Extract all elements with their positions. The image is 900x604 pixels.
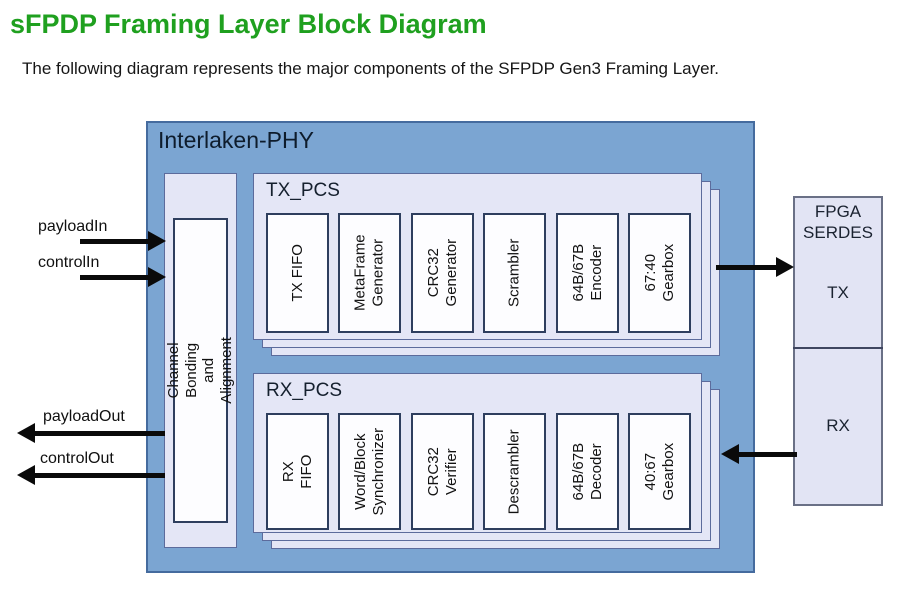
block-scrambler: Scrambler: [483, 213, 546, 333]
block-rx-fifo-label: RX FIFO: [279, 454, 315, 489]
block-64b67b-decoder: 64B/67B Decoder: [556, 413, 619, 530]
payloadin-label: payloadIn: [38, 218, 108, 235]
payloadout-arrowhead-icon: [17, 423, 35, 443]
block-4067-gearbox: 40:67 Gearbox: [628, 413, 691, 530]
block-scrambler-label: Scrambler: [505, 238, 523, 308]
rx-pcs-label: RX_PCS: [266, 380, 343, 401]
interlaken-phy-label: Interlaken-PHY: [158, 127, 314, 153]
block-metaframe-generator: MetaFrame Generator: [338, 213, 401, 333]
block-64b67b-encoder: 64B/67B Encoder: [556, 213, 619, 333]
block-crc32-verifier: CRC32 Verifier: [411, 413, 474, 530]
fpga-serdes-label: FPGA SERDES: [803, 202, 873, 243]
block-metaframe-generator-label: MetaFrame Generator: [351, 234, 387, 312]
serdes-to-rx-arrowhead-icon: [721, 444, 739, 464]
controlin-arrow-line: [80, 275, 150, 280]
controlout-arrow-line: [34, 473, 165, 478]
payloadout-label: payloadOut: [43, 408, 125, 425]
controlout-arrowhead-icon: [17, 465, 35, 485]
fpga-serdes-box: [793, 196, 883, 506]
block-6740-gearbox: 67:40 Gearbox: [628, 213, 691, 333]
controlin-arrowhead-icon: [148, 267, 166, 287]
block-crc32-generator: CRC32 Generator: [411, 213, 474, 333]
block-64b67b-encoder-label: 64B/67B Encoder: [569, 244, 605, 302]
channel-bonding-block: Channel Bonding and Alignment: [165, 218, 235, 523]
serdes-to-rx-arrow-line: [738, 452, 797, 457]
page-title: sFPDP Framing Layer Block Diagram: [10, 9, 487, 39]
payloadout-arrow-line: [34, 431, 165, 436]
controlout-label: controlOut: [40, 450, 114, 467]
block-wordblock-synchronizer-label: Word/Block Synchronizer: [351, 427, 387, 516]
block-wordblock-synchronizer: Word/Block Synchronizer: [338, 413, 401, 530]
block-crc32-generator-label: CRC32 Generator: [424, 239, 460, 307]
tx-to-serdes-arrow-line: [716, 265, 778, 270]
block-tx-fifo-label: TX FIFO: [288, 244, 306, 302]
serdes-tx-label: TX: [827, 283, 849, 302]
tx-pcs-label: TX_PCS: [266, 180, 340, 201]
serdes-rx-label: RX: [826, 416, 850, 435]
fpga-serdes-divider: [793, 347, 883, 349]
controlin-label: controlIn: [38, 254, 100, 271]
block-rx-fifo: RX FIFO: [266, 413, 329, 530]
block-4067-gearbox-label: 40:67 Gearbox: [641, 442, 677, 501]
block-descrambler-label: Descrambler: [505, 428, 523, 515]
block-descrambler: Descrambler: [483, 413, 546, 530]
block-crc32-verifier-label: CRC32 Verifier: [424, 446, 460, 497]
block-tx-fifo: TX FIFO: [266, 213, 329, 333]
payloadin-arrowhead-icon: [148, 231, 166, 251]
block-6740-gearbox-label: 67:40 Gearbox: [641, 244, 677, 302]
tx-to-serdes-arrowhead-icon: [776, 257, 794, 277]
block-64b67b-decoder-label: 64B/67B Decoder: [569, 442, 605, 501]
payloadin-arrow-line: [80, 239, 150, 244]
channel-bonding-label: Channel Bonding and Alignment: [165, 337, 236, 404]
page-subtitle: The following diagram represents the maj…: [22, 59, 720, 78]
